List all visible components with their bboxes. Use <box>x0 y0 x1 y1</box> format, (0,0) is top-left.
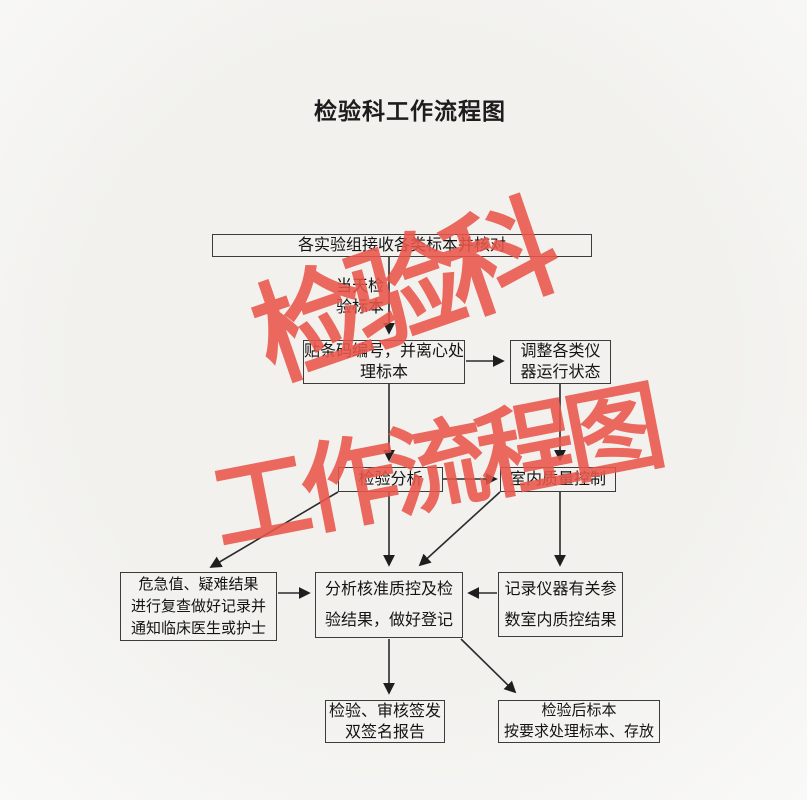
arrow-review-to-storage <box>460 638 517 694</box>
node-critical-values: 危急值、疑难结果 进行复查做好记录并 通知临床医生或护士 <box>120 572 277 641</box>
node-receive-specimens: 各实验组接收各类标本并核对 <box>212 234 592 257</box>
node-adjust-instruments: 调整各类仪 器运行状态 <box>510 340 611 384</box>
node-review-results: 分析核准质控及检 验结果，做好登记 <box>315 572 463 638</box>
node-specimen-storage: 检验后标本 按要求处理标本、存放 <box>498 700 660 743</box>
node-barcode-centrifuge: 贴条码编号，并离心处 理标本 <box>303 340 465 384</box>
arrow-analysis-to-critical <box>209 491 339 568</box>
node-internal-qc: 室内质量控制 <box>500 467 616 492</box>
node-record-qc-params: 记录仪器有关参 数室内质控结果 <box>498 572 623 637</box>
label-same-day-specimens: 当天检 验标本 <box>335 278 384 316</box>
arrow-qc-to-review <box>418 491 501 567</box>
node-test-analysis: 检验分析 <box>338 467 443 492</box>
node-sign-report: 检验、审核签发 双签名报告 <box>325 700 445 743</box>
page-title: 检验科工作流程图 <box>314 99 506 124</box>
